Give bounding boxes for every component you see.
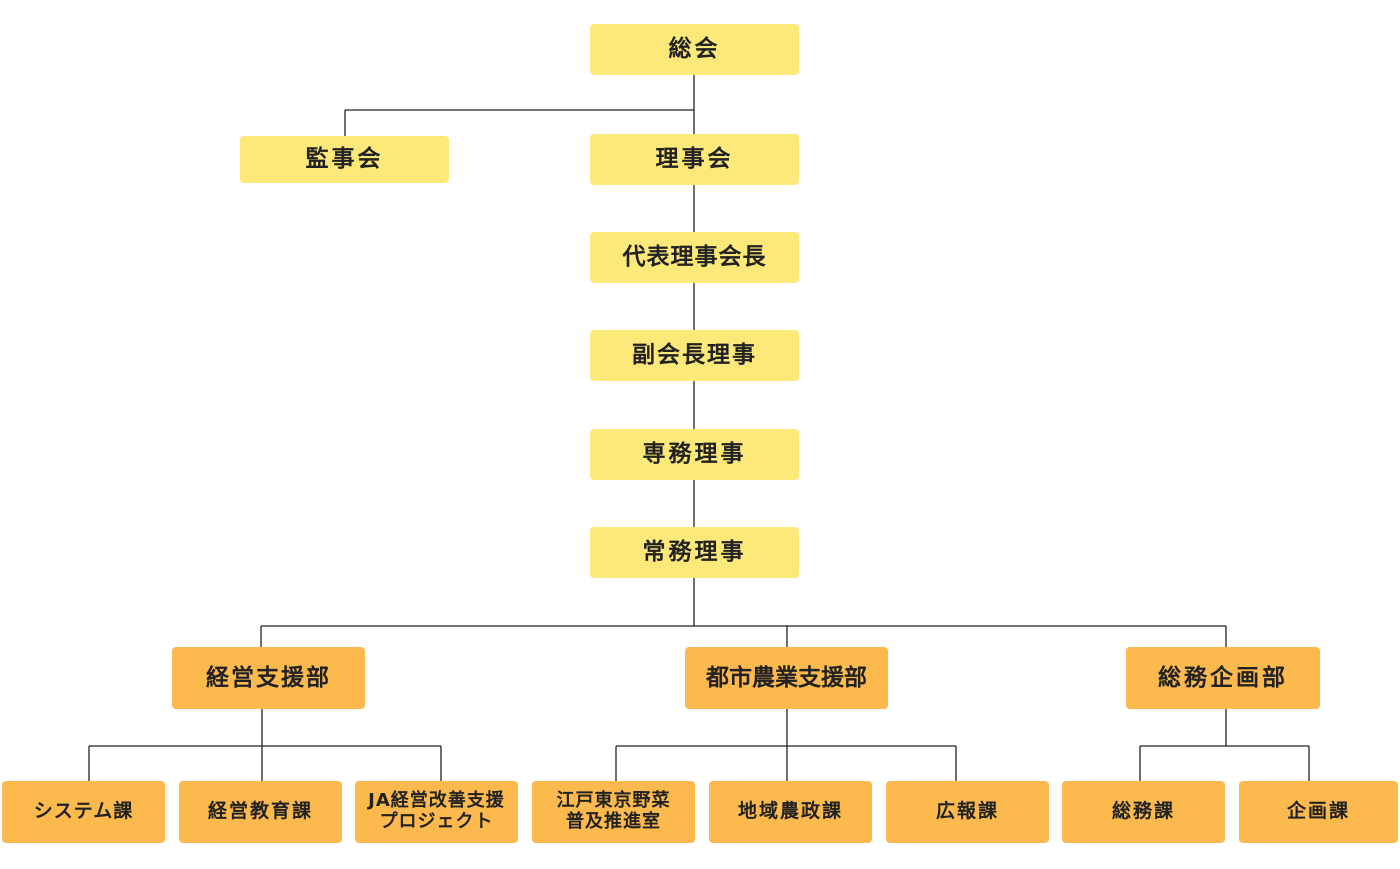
senior-managing-director-box: 専務理事 [590,429,799,480]
section-box: JA経営改善支援プロジェクト [355,781,518,843]
section-box: 広報課 [886,781,1049,843]
section-box: 企画課 [1239,781,1398,843]
board-box: 理事会 [590,134,799,185]
section-box: 地域農政課 [709,781,872,843]
section-box: 経営教育課 [179,781,342,843]
section-box: 江戸東京野菜普及推進室 [532,781,695,843]
general-meeting-box: 総会 [590,24,799,75]
section-box: 総務課 [1062,781,1225,843]
president-box: 代表理事会長 [590,232,799,283]
auditors-box: 監事会 [240,136,449,183]
vice-president-box: 副会長理事 [590,330,799,381]
department-box: 都市農業支援部 [685,647,888,709]
department-box: 経営支援部 [172,647,365,709]
section-box: システム課 [2,781,165,843]
managing-director-box: 常務理事 [590,527,799,578]
department-box: 総務企画部 [1126,647,1320,709]
